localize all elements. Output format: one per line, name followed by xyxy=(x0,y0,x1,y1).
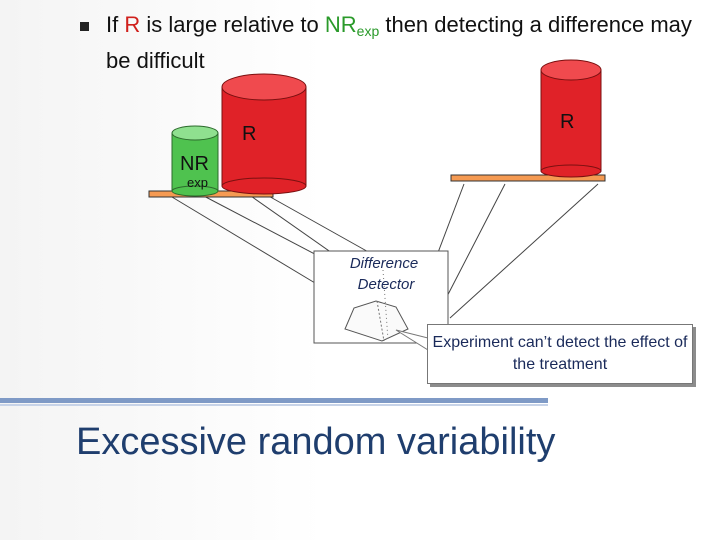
slide-title: Excessive random variability xyxy=(76,421,556,463)
right-string-3 xyxy=(449,183,599,319)
left-string-3 xyxy=(247,193,343,261)
left-string-4 xyxy=(264,193,373,255)
right-plate xyxy=(450,174,606,182)
bullet-nr: NR xyxy=(324,12,357,37)
nr-label: NR xyxy=(180,153,209,175)
title-divider xyxy=(0,398,548,403)
left-r-cylinder xyxy=(221,73,307,195)
bullet-nr-exp: exp xyxy=(356,23,380,39)
nr-cylinder xyxy=(171,125,219,197)
bullet-text-part2: is large relative to xyxy=(140,12,325,37)
callout-text: Experiment can’t detect the effect of th… xyxy=(432,334,688,373)
bullet-text-part1: If xyxy=(106,12,125,37)
detector-label-line2: Detector xyxy=(358,276,416,293)
left-r-label: R xyxy=(242,123,256,145)
bullet-square-icon xyxy=(80,22,89,31)
detector-pentagon-icon xyxy=(344,300,409,342)
detector-needle-icon xyxy=(376,300,385,342)
nr-sub-label: exp xyxy=(187,175,208,190)
bullet-text-part3: then detecting a difference may be diffi… xyxy=(106,12,692,73)
title-divider-shadow xyxy=(0,404,548,406)
right-r-cylinder xyxy=(540,59,602,178)
detector-label-line1: Difference xyxy=(350,255,418,272)
left-string-1 xyxy=(166,193,321,287)
left-string-2 xyxy=(199,193,331,263)
bullet-text: If R is large relative to NRexp then det… xyxy=(106,10,706,76)
right-string-2 xyxy=(439,183,506,311)
right-r-label: R xyxy=(560,111,574,133)
suspension-lines xyxy=(166,183,599,319)
bullet-r: R xyxy=(124,12,141,37)
callout-box: Experiment can’t detect the effect of th… xyxy=(427,324,693,384)
